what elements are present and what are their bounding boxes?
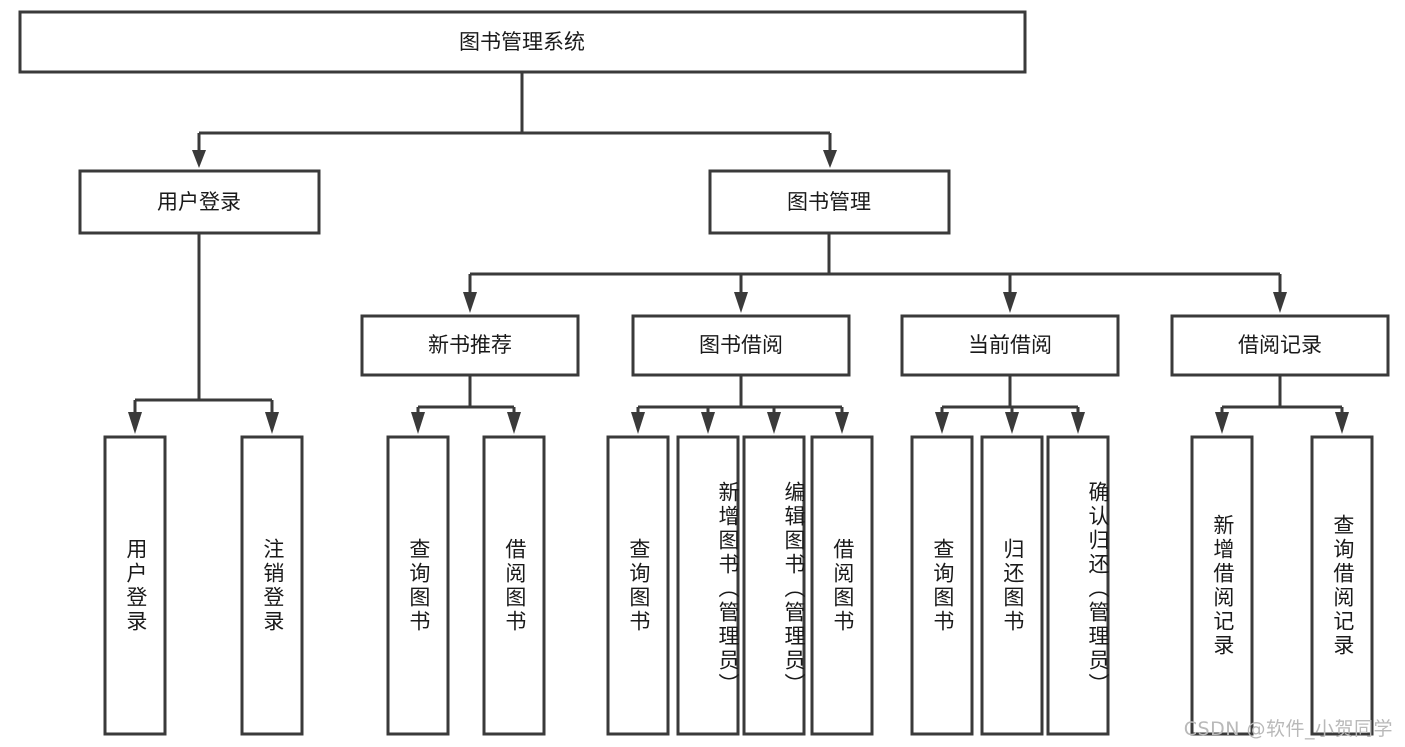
- node-new-book-recommend-label: 新书推荐: [428, 333, 512, 357]
- leaf-box-add-record[interactable]: [1190, 435, 1254, 736]
- node-root-label: 图书管理系统: [459, 30, 585, 54]
- leaf-box-user-login[interactable]: [103, 435, 167, 736]
- node-user-login-label: 用户登录: [157, 190, 241, 214]
- node-current-borrow-label: 当前借阅: [968, 333, 1052, 357]
- leaf-box-query-book-3[interactable]: [910, 435, 974, 736]
- node-book-manage[interactable]: 图书管理: [708, 169, 951, 235]
- node-borrow-record[interactable]: 借阅记录: [1170, 314, 1390, 377]
- leaf-boxes-group: [103, 435, 1374, 736]
- connector-borrow-record-to-leaves: [1215, 375, 1349, 434]
- node-root-box[interactable]: [18, 10, 1027, 74]
- leaf-box-confirm-return[interactable]: [1046, 435, 1110, 736]
- connector-current-borrow-to-leaves: [935, 375, 1085, 434]
- node-borrow-record-label: 借阅记录: [1238, 333, 1322, 357]
- connector-new-book-recommend-to-leaves: [411, 375, 521, 434]
- csdn-watermark: CSDN @软件_小贺同学: [1183, 718, 1393, 740]
- leaf-box-query-book-2[interactable]: [606, 435, 670, 736]
- leaf-box-borrow-book-1[interactable]: [482, 435, 546, 736]
- node-root[interactable]: 图书管理系统: [18, 10, 1027, 74]
- leaf-box-query-record[interactable]: [1310, 435, 1374, 736]
- leaf-box-query-book-1[interactable]: [386, 435, 450, 736]
- leaf-box-logout[interactable]: [240, 435, 304, 736]
- node-book-manage-label: 图书管理: [787, 190, 871, 214]
- node-new-book-recommend-box[interactable]: [360, 314, 580, 377]
- connector-book-borrow-to-leaves: [631, 375, 849, 434]
- leaf-box-edit-book[interactable]: [742, 435, 806, 736]
- node-current-borrow[interactable]: 当前借阅: [900, 314, 1120, 377]
- connector-book-manage-to-level3: [463, 233, 1287, 313]
- leaf-box-return-book[interactable]: [980, 435, 1044, 736]
- connector-user-login-to-leaves: [128, 233, 279, 434]
- connector-root-to-level2: [192, 72, 837, 168]
- leaf-box-borrow-book-2[interactable]: [810, 435, 874, 736]
- node-user-login[interactable]: 用户登录: [78, 169, 321, 235]
- node-book-borrow-label: 图书借阅: [699, 333, 783, 357]
- node-current-borrow-box[interactable]: [900, 314, 1120, 377]
- node-user-login-box[interactable]: [78, 169, 321, 235]
- node-new-book-recommend[interactable]: 新书推荐: [360, 314, 580, 377]
- node-book-borrow[interactable]: 图书借阅: [631, 314, 851, 377]
- leaf-box-add-book[interactable]: [676, 435, 740, 736]
